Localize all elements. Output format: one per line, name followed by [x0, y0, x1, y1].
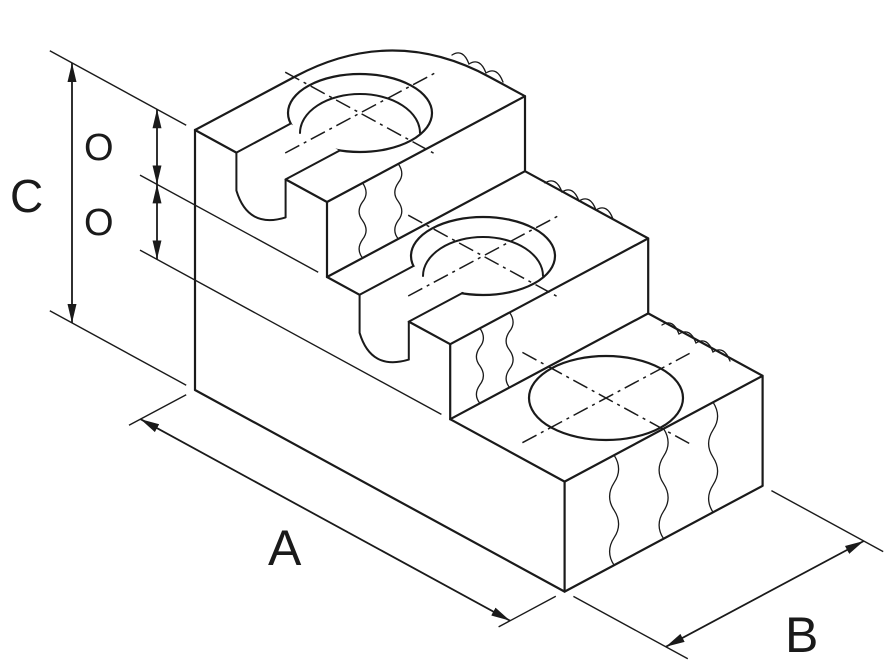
dimension-label-b: B [785, 607, 818, 663]
dimension-line-b [665, 540, 865, 648]
part-riser-2 [450, 238, 649, 420]
serration-marks [358, 52, 731, 566]
extension-line-a-left [128, 394, 187, 426]
extension-line-c-bottom [49, 310, 187, 386]
dimension-a: A [128, 394, 557, 628]
keyhole-slot-top [235, 93, 421, 222]
serration-riser-2 [475, 311, 514, 404]
slot-walls-top [235, 93, 421, 222]
dimension-label-o-lower: O [84, 202, 114, 244]
extension-line-b-right [771, 489, 884, 553]
dimension-label-o-upper: O [84, 127, 114, 169]
centerline-cross-right [522, 351, 690, 445]
dimension-c: C [10, 50, 187, 386]
extension-line-o-bottom [139, 249, 442, 416]
extension-line-c-top [49, 50, 187, 126]
serration-top-edges [451, 52, 731, 362]
slot-walls-middle [358, 236, 544, 364]
dimension-o-lower: O [84, 184, 442, 416]
dimension-label-c: C [10, 170, 43, 222]
serration-right-end [608, 401, 719, 566]
keyhole-slot-middle [358, 236, 544, 364]
extension-line-b-left [573, 595, 689, 660]
serration-riser-1 [358, 163, 403, 259]
dimension-b: B [573, 489, 884, 663]
dimension-label-a: A [268, 520, 302, 576]
dimension-o-upper: O [84, 109, 319, 273]
dimension-line-a [139, 418, 511, 622]
part-riser-1 [327, 96, 525, 277]
extension-line-o-middle [139, 174, 319, 273]
extension-line-a-right [498, 595, 557, 628]
